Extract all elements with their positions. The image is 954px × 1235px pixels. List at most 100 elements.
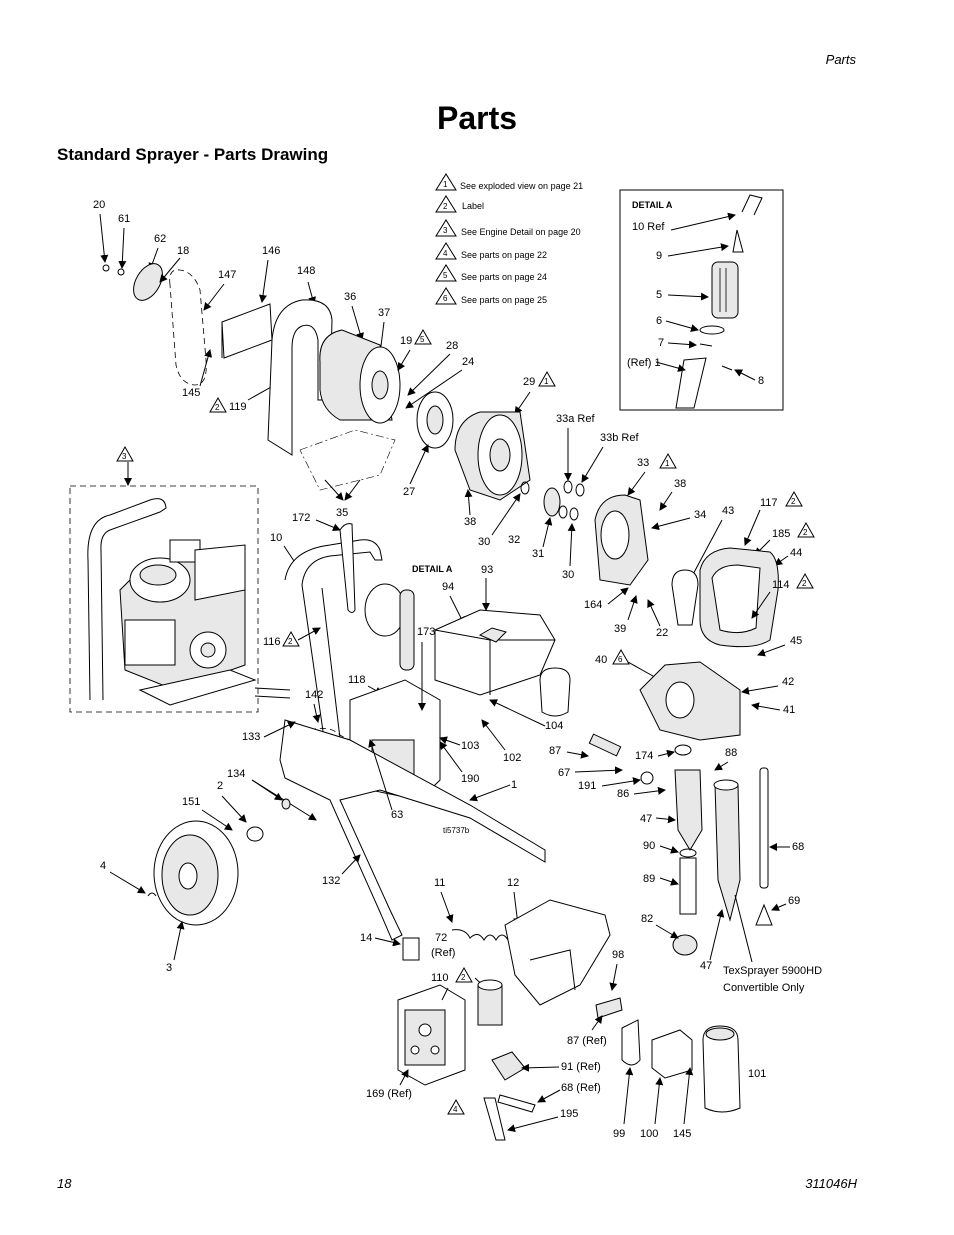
svg-text:117: 117 [760,497,778,509]
svg-text:110: 110 [431,972,449,984]
svg-text:6: 6 [618,655,623,664]
svg-text:146: 146 [262,245,280,257]
svg-text:72: 72 [435,932,447,944]
running-header: Parts [825,52,856,67]
svg-text:3: 3 [443,226,448,235]
svg-text:116: 116 [263,636,281,648]
frame-cart-assembly: 172 10 DETAIL A 116 2 142 118 94 93 173 [100,512,571,974]
svg-text:See Engine Detail on page 20: See Engine Detail on page 20 [461,227,581,237]
legend-item-3: 3 See Engine Detail on page 20 [435,219,581,237]
legend-item-4: 4 See parts on page 22 [435,242,547,260]
svg-text:119: 119 [229,401,247,413]
svg-text:See parts on page 22: See parts on page 22 [461,250,547,260]
svg-text:24: 24 [462,356,474,368]
svg-text:7: 7 [658,337,664,349]
svg-text:38: 38 [674,478,686,490]
svg-text:102: 102 [503,752,521,764]
svg-text:82: 82 [641,913,653,925]
svg-text:See parts on page 25: See parts on page 25 [461,295,547,305]
svg-text:86: 86 [617,788,629,800]
legend-item-2: 2 Label [435,195,484,213]
svg-text:173: 173 [417,626,435,638]
pump-assembly: 40 6 42 41 174 88 87 67 191 86 47 90 89 [549,648,822,994]
svg-text:33: 33 [637,457,649,469]
page-number: 18 [57,1176,72,1191]
svg-text:14: 14 [360,932,372,944]
detail-a-box: DETAIL A 10 Ref 9 5 6 7 (Ref) 1 8 [619,189,784,411]
svg-text:9: 9 [656,250,662,262]
svg-text:148: 148 [297,265,315,277]
page-title: Parts [436,100,518,136]
svg-text:2: 2 [803,528,808,537]
svg-text:99: 99 [613,1128,625,1140]
svg-text:5: 5 [420,335,425,344]
svg-text:2: 2 [215,403,220,412]
svg-text:87 (Ref): 87 (Ref) [567,1035,607,1047]
svg-text:28: 28 [446,340,458,352]
svg-text:See parts on page 24: See parts on page 24 [461,272,547,282]
svg-text:98: 98 [612,949,624,961]
svg-text:103: 103 [461,740,479,752]
svg-text:100: 100 [640,1128,658,1140]
svg-text:47: 47 [700,960,712,972]
svg-text:2: 2 [802,579,807,588]
svg-text:35: 35 [336,507,348,519]
svg-text:61: 61 [118,213,130,225]
control-assembly: 11 12 72 (Ref) 98 110 2 87 (Ref) 169 (Re… [366,877,766,1141]
svg-text:43: 43 [722,505,734,517]
svg-text:63: 63 [391,809,403,821]
svg-text:118: 118 [348,674,366,686]
svg-text:93: 93 [481,564,493,576]
svg-text:133: 133 [242,731,260,743]
svg-text:89: 89 [643,873,655,885]
svg-text:37: 37 [378,307,390,319]
svg-text:44: 44 [790,547,802,559]
svg-text:11: 11 [434,877,445,889]
svg-text:18: 18 [177,245,189,257]
svg-text:4: 4 [453,1105,458,1114]
svg-text:38: 38 [464,516,476,528]
svg-text:191: 191 [578,780,596,792]
svg-text:62: 62 [154,233,166,245]
engine-assembly: 3 [69,445,291,713]
svg-text:88: 88 [725,747,737,759]
svg-text:2: 2 [443,202,448,211]
svg-text:2: 2 [217,780,223,792]
svg-text:8: 8 [758,375,764,387]
svg-text:142: 142 [305,689,323,701]
svg-text:147: 147 [218,269,236,281]
svg-text:87: 87 [549,745,561,757]
svg-text:40: 40 [595,654,607,666]
svg-text:172: 172 [292,512,310,524]
svg-text:39: 39 [614,623,626,635]
svg-text:67: 67 [558,767,570,779]
svg-text:94: 94 [442,581,454,593]
svg-text:1: 1 [544,377,549,386]
svg-text:3: 3 [122,452,127,461]
svg-text:151: 151 [182,796,200,808]
gear-housing-assembly: 29 1 38 30 32 31 33a Ref 33b Ref 30 33 1… [454,370,815,657]
svg-text:174: 174 [635,750,653,762]
svg-text:169 (Ref): 169 (Ref) [366,1088,412,1100]
svg-text:30: 30 [478,536,490,548]
svg-text:29: 29 [523,376,535,388]
svg-text:22: 22 [656,627,668,639]
svg-text:104: 104 [545,720,563,732]
svg-text:185: 185 [772,528,790,540]
legend-item-6: 6 See parts on page 25 [435,287,547,305]
svg-text:47: 47 [640,813,652,825]
svg-text:5: 5 [443,271,448,280]
svg-text:190: 190 [461,773,479,785]
svg-text:See exploded view on page 21: See exploded view on page 21 [460,181,583,191]
svg-text:91 (Ref): 91 (Ref) [561,1061,601,1073]
svg-text:4: 4 [443,249,448,258]
svg-text:2: 2 [791,497,796,506]
svg-text:42: 42 [782,676,794,688]
svg-text:68: 68 [792,841,804,853]
svg-text:33a Ref: 33a Ref [556,413,595,425]
belt-drive-assembly: 20 61 62 18 147 146 145 2 119 148 36 [93,199,474,519]
svg-text:36: 36 [344,291,356,303]
legend: 1 See exploded view on page 21 2 Label 3… [435,173,583,305]
legend-item-1: 1 See exploded view on page 21 [435,173,583,191]
